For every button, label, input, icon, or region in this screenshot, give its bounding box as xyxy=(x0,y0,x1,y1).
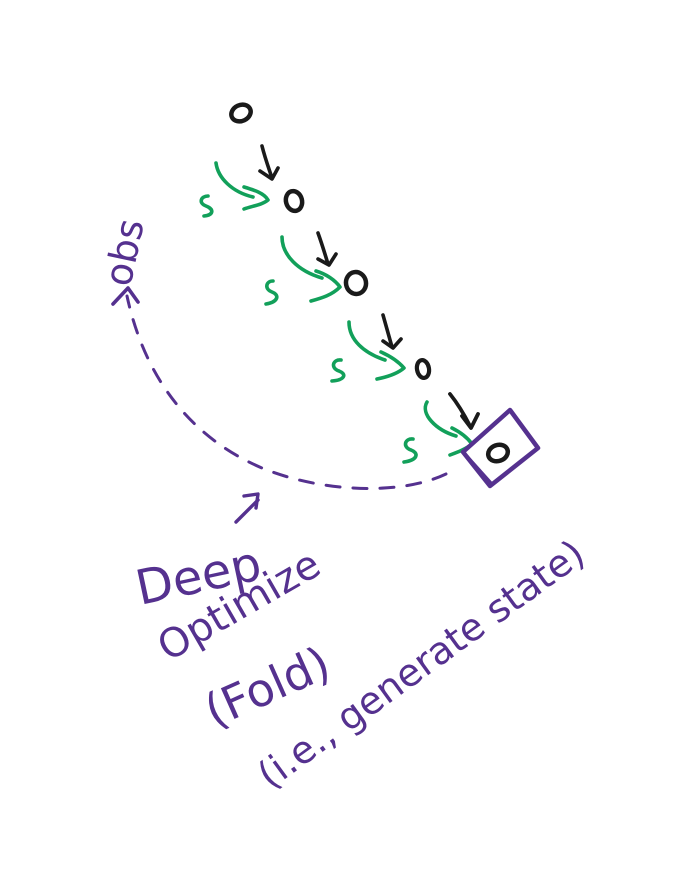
state-circle-3 xyxy=(343,269,369,297)
state-arrow-3 xyxy=(381,313,403,350)
green-transition-2 xyxy=(264,235,342,306)
black-arrow-1 xyxy=(260,144,274,180)
pointer-stroke xyxy=(234,498,260,524)
state-arrow-2 xyxy=(316,231,338,267)
obs-label: obs xyxy=(96,215,153,290)
green-s-label-4 xyxy=(402,437,418,464)
green-curve-2 xyxy=(280,235,324,280)
black-arrow-3 xyxy=(381,313,394,349)
state-circle-4 xyxy=(414,357,432,381)
green-s-label-1 xyxy=(199,194,214,218)
green-transition-3 xyxy=(330,320,406,383)
state-5 xyxy=(485,442,511,464)
pointer-head xyxy=(242,492,260,510)
black-arrowhead-4 xyxy=(460,412,480,430)
green-s-label-3 xyxy=(330,358,346,383)
black-arrow-2 xyxy=(316,231,330,266)
green-s-label-2 xyxy=(264,279,279,306)
black-arrowhead-3 xyxy=(381,337,403,350)
green-arrowhead-4 xyxy=(448,426,474,457)
green-curve-4 xyxy=(423,400,458,438)
state-2 xyxy=(283,188,305,214)
green-curve-1 xyxy=(214,161,255,199)
dashed-feedback-curve xyxy=(125,294,448,490)
feedback-arrowhead xyxy=(111,286,140,306)
green-curve-3 xyxy=(347,320,387,362)
state-circle-1 xyxy=(229,102,253,124)
text-pointer-arrow xyxy=(234,492,260,524)
green-arrowhead-2 xyxy=(309,269,342,303)
obs-feedback-arrow xyxy=(111,286,448,490)
state-1 xyxy=(229,102,253,124)
green-transition-1 xyxy=(199,161,270,218)
state-circle-5 xyxy=(485,442,511,464)
black-arrowhead-1 xyxy=(258,166,280,181)
black-arrowhead-2 xyxy=(316,252,338,267)
state-3 xyxy=(343,269,369,297)
state-arrow-4 xyxy=(448,392,480,430)
state-4 xyxy=(414,357,432,381)
green-arrowhead-3 xyxy=(375,350,406,381)
state-arrow-1 xyxy=(258,144,280,181)
final-state-box-overstroke xyxy=(464,453,494,486)
text-labels: obs Deep Optimize (Fold) (i.e., generate… xyxy=(96,215,593,797)
state-circle-2 xyxy=(283,188,305,214)
green-arrowhead-1 xyxy=(242,185,270,211)
final-state-box-outline xyxy=(460,407,541,489)
final-state-box xyxy=(460,407,541,489)
